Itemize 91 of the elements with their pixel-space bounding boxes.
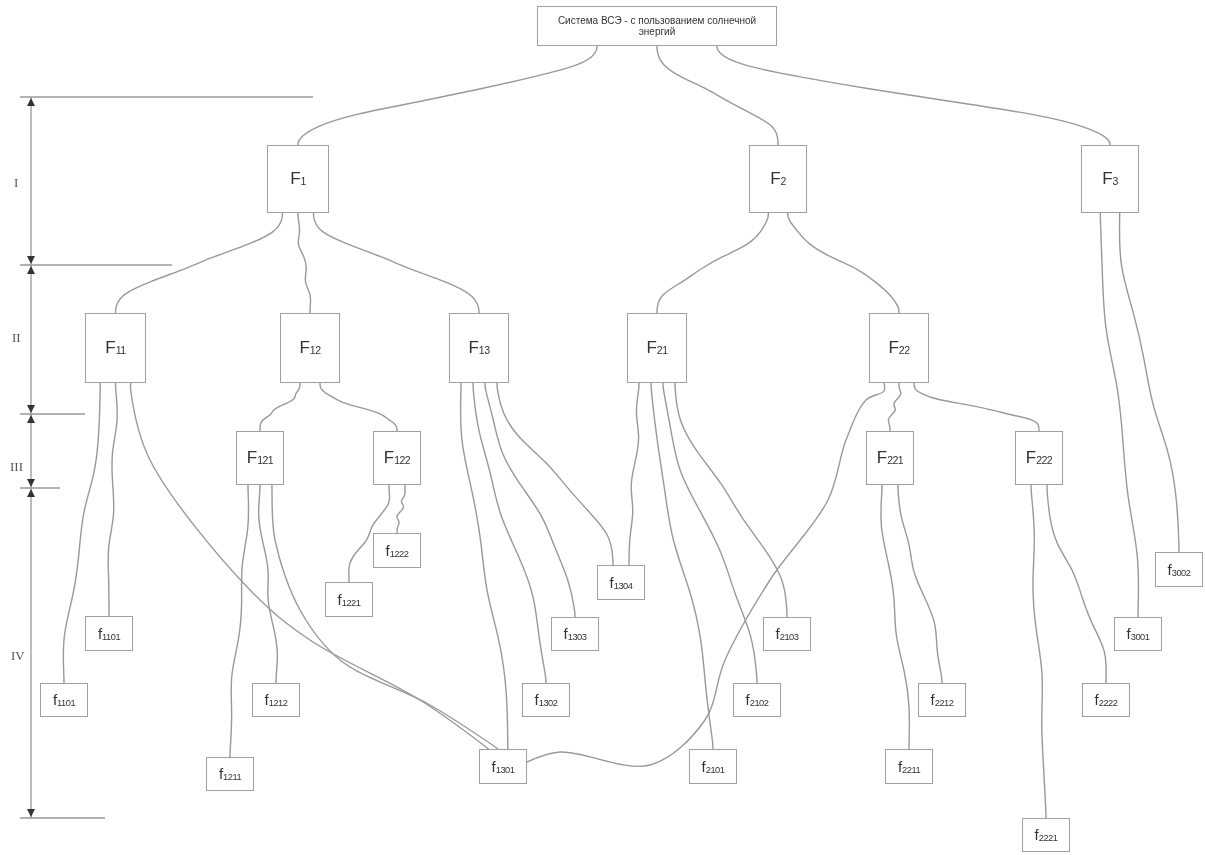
function-box (85, 313, 146, 383)
node-label: f$_{2212}$ (930, 691, 954, 709)
node-label: f$_{1302}$ (534, 691, 558, 709)
function-box (885, 749, 933, 784)
function-box (1022, 818, 1070, 852)
connector (257, 484, 279, 684)
level-label: III (10, 459, 23, 475)
function-box (689, 749, 737, 784)
connector (674, 382, 788, 618)
connector (880, 484, 911, 750)
function-box (522, 683, 570, 717)
connector (887, 382, 902, 432)
connector (1118, 212, 1180, 553)
function-box (597, 565, 645, 600)
level-label: I (14, 175, 19, 191)
function-box (267, 145, 329, 213)
connector (348, 484, 391, 583)
node-label: f$_{1101}$ (97, 624, 121, 643)
connector (312, 212, 480, 314)
node-label: f$_{1211}$ (218, 765, 242, 783)
connector (297, 45, 598, 146)
function-box (1114, 617, 1162, 651)
function-box (449, 313, 509, 383)
node-label: f$_{1101}$ (52, 691, 76, 709)
function-box (479, 749, 527, 784)
function-box (763, 617, 811, 651)
connector (656, 45, 779, 146)
node-label: f$_{2222}$ (1094, 691, 1118, 709)
function-box (749, 145, 807, 213)
node-label: f$_{1222}$ (385, 541, 409, 560)
function-box (373, 533, 421, 568)
connector (716, 45, 1111, 146)
connector (628, 382, 640, 566)
node-label: f$_{1212}$ (264, 691, 288, 709)
function-box (280, 313, 340, 383)
node-label: f$_{2101}$ (701, 757, 725, 776)
node-label: f$_{1304}$ (609, 573, 633, 592)
function-box (627, 313, 687, 383)
connector (396, 484, 406, 534)
function-box (918, 683, 966, 717)
node-label: f$_{2103}$ (775, 625, 799, 643)
connector (459, 382, 509, 750)
connector (472, 382, 547, 684)
level-label: IV (11, 648, 25, 664)
function-box (551, 617, 599, 651)
connector (1099, 212, 1140, 618)
node-label: f$_{1301}$ (491, 757, 515, 776)
node-label: f$_{2211}$ (897, 757, 921, 776)
function-box (373, 431, 421, 485)
function-box (1081, 145, 1139, 213)
connector (484, 382, 576, 618)
connector (913, 382, 1040, 432)
connector (297, 212, 312, 314)
function-box (1155, 552, 1203, 587)
connector (496, 382, 614, 566)
connector (259, 382, 301, 432)
function-box (40, 683, 88, 717)
function-box (869, 313, 929, 383)
node-label: f$_{1303}$ (563, 625, 587, 643)
connector (1030, 484, 1047, 819)
node-label: f$_{2102}$ (745, 691, 769, 709)
level-label: II (12, 330, 21, 346)
function-box (206, 757, 254, 791)
function-box (325, 582, 373, 617)
connector (229, 484, 250, 758)
node-label: f$_{2221}$ (1034, 826, 1058, 844)
connector (107, 382, 118, 617)
connector (662, 382, 758, 684)
connector (1046, 484, 1107, 684)
node-label: Система ВСЭ - с пользованием солнечной энергий (556, 14, 758, 38)
connector (650, 382, 714, 750)
connector (319, 382, 398, 432)
connector (129, 382, 490, 750)
function-box (236, 431, 284, 485)
function-box (252, 683, 300, 717)
function-box (866, 431, 914, 485)
node-label: f$_{3002}$ (1167, 560, 1191, 579)
node-label: f$_{3001}$ (1126, 625, 1150, 643)
connector (656, 212, 770, 314)
connector (526, 382, 886, 768)
connector (786, 212, 900, 314)
node-label: f$_{1221}$ (337, 590, 361, 609)
connector (271, 484, 499, 750)
function-box (733, 683, 781, 717)
root-box (537, 6, 777, 46)
connector (897, 484, 943, 684)
function-box (1082, 683, 1130, 717)
connector (114, 212, 284, 314)
function-box (85, 616, 133, 651)
connector (62, 382, 101, 684)
function-box (1015, 431, 1063, 485)
